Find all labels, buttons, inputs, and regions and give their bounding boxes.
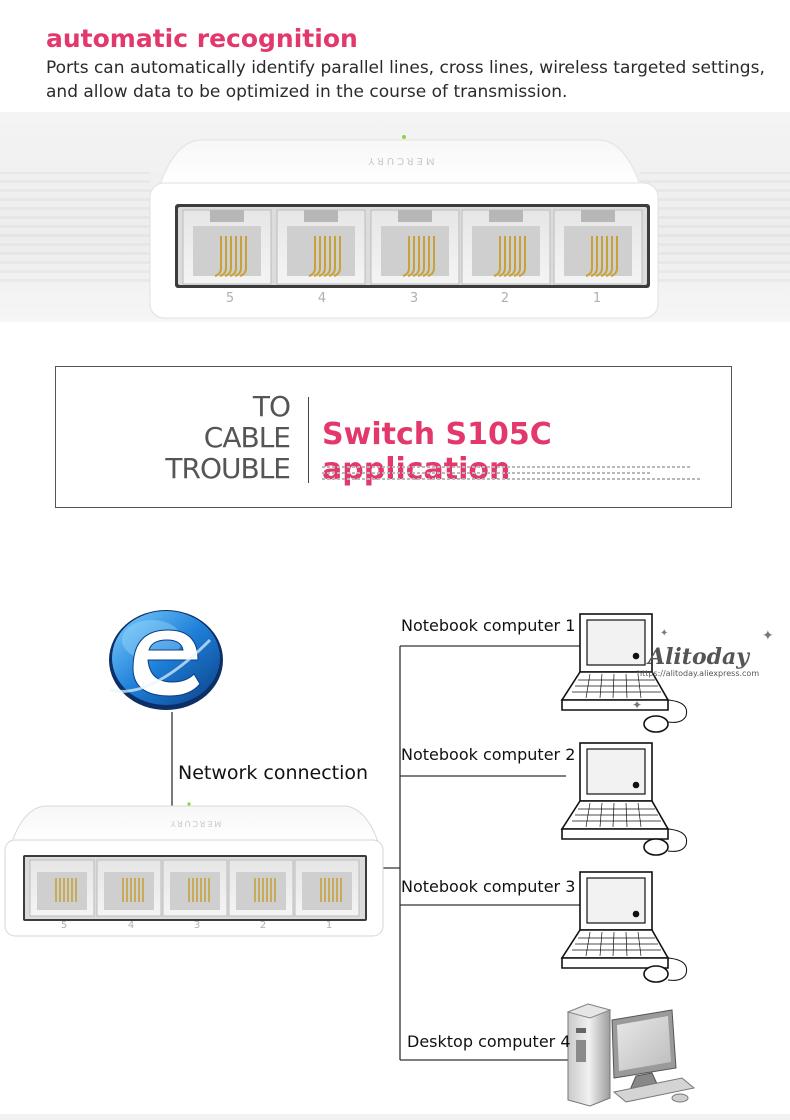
port-5: 5 <box>182 209 272 306</box>
application-banner: TO CABLE TROUBLE Switch S105C applicatio… <box>55 366 732 508</box>
watermark-url: https://alitoday.aliexpress.com <box>637 669 760 678</box>
port-number-5: 5 <box>226 291 234 306</box>
switch-small-ports: 5 4 3 <box>29 859 360 931</box>
section-description: Ports can automatically identify paralle… <box>46 58 765 102</box>
device-label-notebook-3: Notebook computer 3 <box>401 877 576 896</box>
switch-large-brand: MERCURY <box>365 155 434 166</box>
port-4: 4 <box>276 209 366 306</box>
watermark-brand: Alitoday <box>648 644 750 670</box>
device-label-notebook-2: Notebook computer 2 <box>401 745 576 764</box>
small-port-number-1: 1 <box>326 920 332 931</box>
port-3: 3 <box>370 209 460 306</box>
internet-explorer-icon <box>109 610 223 710</box>
banner-title: Switch S105C application <box>322 417 552 487</box>
small-port-2: 2 <box>228 859 294 931</box>
laptop-icon-2 <box>560 742 688 856</box>
section-heading: automatic recognition <box>46 24 358 53</box>
small-port-number-3: 3 <box>194 920 200 931</box>
small-port-number-2: 2 <box>260 920 266 931</box>
desktop-computer-icon <box>566 1003 696 1107</box>
port-number-1: 1 <box>593 291 601 306</box>
banner-word-to: TO <box>252 390 291 423</box>
small-port-number-4: 4 <box>128 920 134 931</box>
port-1: 1 <box>553 209 643 306</box>
port-number-2: 2 <box>501 291 509 306</box>
banner-fine-print-line <box>322 466 692 468</box>
banner-fine-print-line <box>322 478 702 480</box>
laptop-icon-1 <box>560 613 688 733</box>
switch-small: MERCURY 5 4 <box>4 802 384 937</box>
network-connection-label: Network connection <box>178 762 369 784</box>
small-port-number-5: 5 <box>61 920 67 931</box>
device-label-notebook-1: Notebook computer 1 <box>401 616 576 635</box>
port-number-4: 4 <box>318 291 326 306</box>
sparkle-icon: ✦ <box>632 698 643 712</box>
banner-word-trouble: TROUBLE <box>165 452 291 485</box>
network-links <box>171 645 580 1061</box>
small-port-3: 3 <box>162 859 228 931</box>
sparkle-icon: ✦ <box>660 628 669 639</box>
banner-fine-print-line <box>322 472 652 474</box>
switch-large-ports: 5 4 <box>182 209 643 306</box>
switch-large: MERCURY 5 <box>149 135 659 319</box>
sparkle-icon: ✦ <box>762 628 774 644</box>
port-2: 2 <box>461 209 551 306</box>
small-port-4: 4 <box>96 859 162 931</box>
port-number-3: 3 <box>410 291 418 306</box>
banner-divider <box>308 397 309 483</box>
switch-small-brand: MERCURY <box>169 819 222 828</box>
small-port-5: 5 <box>29 859 95 931</box>
device-label-desktop-4: Desktop computer 4 <box>407 1032 571 1051</box>
laptop-icon-3 <box>560 871 688 983</box>
small-port-1: 1 <box>294 859 360 931</box>
banner-tagline: TO CABLE TROUBLE <box>146 390 291 485</box>
bottom-edge <box>0 1114 790 1120</box>
banner-word-cable: CABLE <box>203 421 291 454</box>
